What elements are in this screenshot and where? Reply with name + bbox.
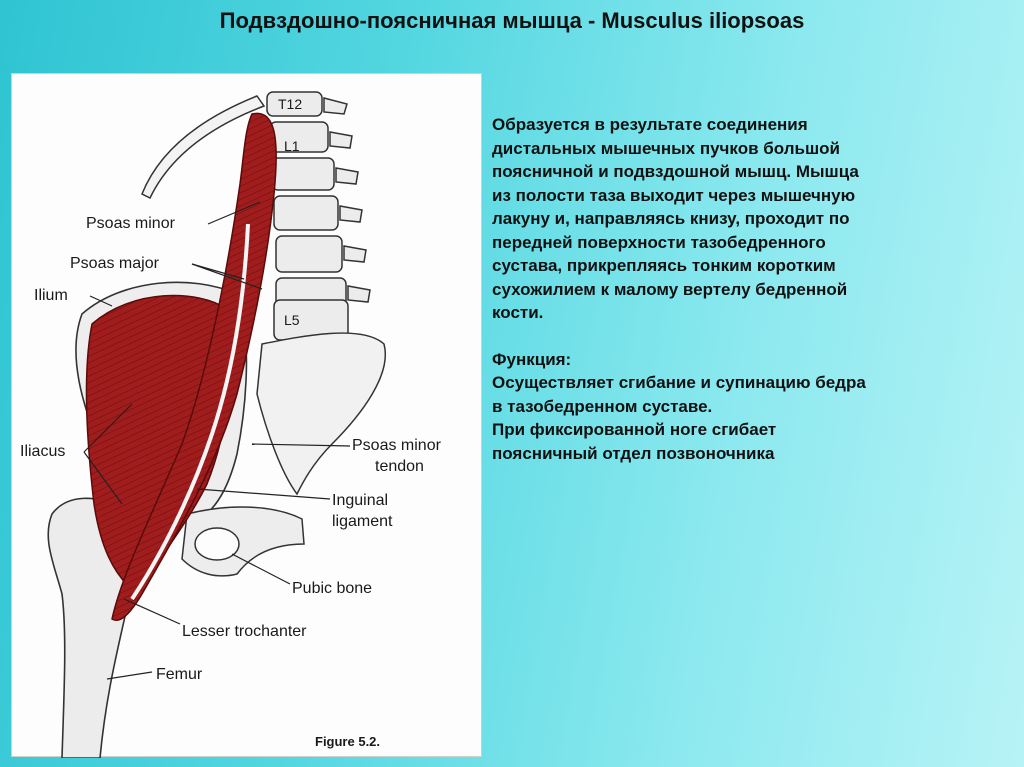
label-lesser-trochanter: Lesser trochanter <box>182 623 307 640</box>
label-t12: T12 <box>278 96 303 112</box>
function-line: в тазобедренном суставе. <box>492 396 713 416</box>
label-femur: Femur <box>156 666 203 683</box>
lumbar-spine <box>266 91 371 341</box>
rib-shape <box>141 95 266 200</box>
label-psoas-minor-tendon-2: tendon <box>375 458 424 475</box>
description-line: Образуется в результате соединения <box>492 115 808 134</box>
description-line: сухожилием к малому вертелу бедренной <box>492 279 848 299</box>
psoas-minor-tendon <box>130 223 250 601</box>
label-inguinal-ligament-1: Inguinal <box>332 492 389 509</box>
label-psoas-major: Psoas major <box>70 255 159 272</box>
description-line: поясничной и подвздошной мышц. Мышца <box>492 162 859 181</box>
label-l5: L5 <box>284 312 300 328</box>
description-line: передней поверхности тазобедренного <box>492 232 826 252</box>
leader-lines <box>83 201 351 680</box>
label-iliacus: Iliacus <box>20 443 66 460</box>
sacrum-shape <box>256 332 386 496</box>
label-ilium: Ilium <box>34 287 68 304</box>
iliopsoas-illustration <box>47 91 386 758</box>
function-heading: Функция: <box>492 349 572 369</box>
function-line: Осуществляет сгибание и супинацию бедра <box>492 373 866 392</box>
slide-title: Подвздошно-поясничная мышца - Musculus i… <box>219 8 805 33</box>
description-block: Образуется в результате соединения диста… <box>492 113 992 465</box>
label-psoas-minor-tendon-1: Psoas minor <box>352 437 441 454</box>
anatomy-figure: T12 L1 L5 Psoas minor Psoas major Ilium … <box>11 73 482 758</box>
description-line: кости. <box>492 303 544 322</box>
iliacus-muscle <box>85 294 232 596</box>
description-line: дистальных мышечных пучков большой <box>492 138 840 158</box>
description-line: из полости таза выходит через мышечную <box>492 185 856 205</box>
function-line: поясничный отдел позвоночника <box>492 443 775 463</box>
label-inguinal-ligament-2: ligament <box>332 513 393 530</box>
figure-caption: Figure 5.2. <box>315 734 381 749</box>
description-line: лакуну и, направляясь книзу, проходит по <box>492 209 850 228</box>
function-line: При фиксированной ноге сгибает <box>492 420 777 439</box>
description-line: сустава, прикрепляясь тонким коротким <box>492 256 836 275</box>
label-psoas-minor: Psoas minor <box>86 215 175 232</box>
label-l1: L1 <box>284 138 300 154</box>
psoas-major-muscle <box>111 112 277 621</box>
label-pubic-bone: Pubic bone <box>292 580 373 597</box>
